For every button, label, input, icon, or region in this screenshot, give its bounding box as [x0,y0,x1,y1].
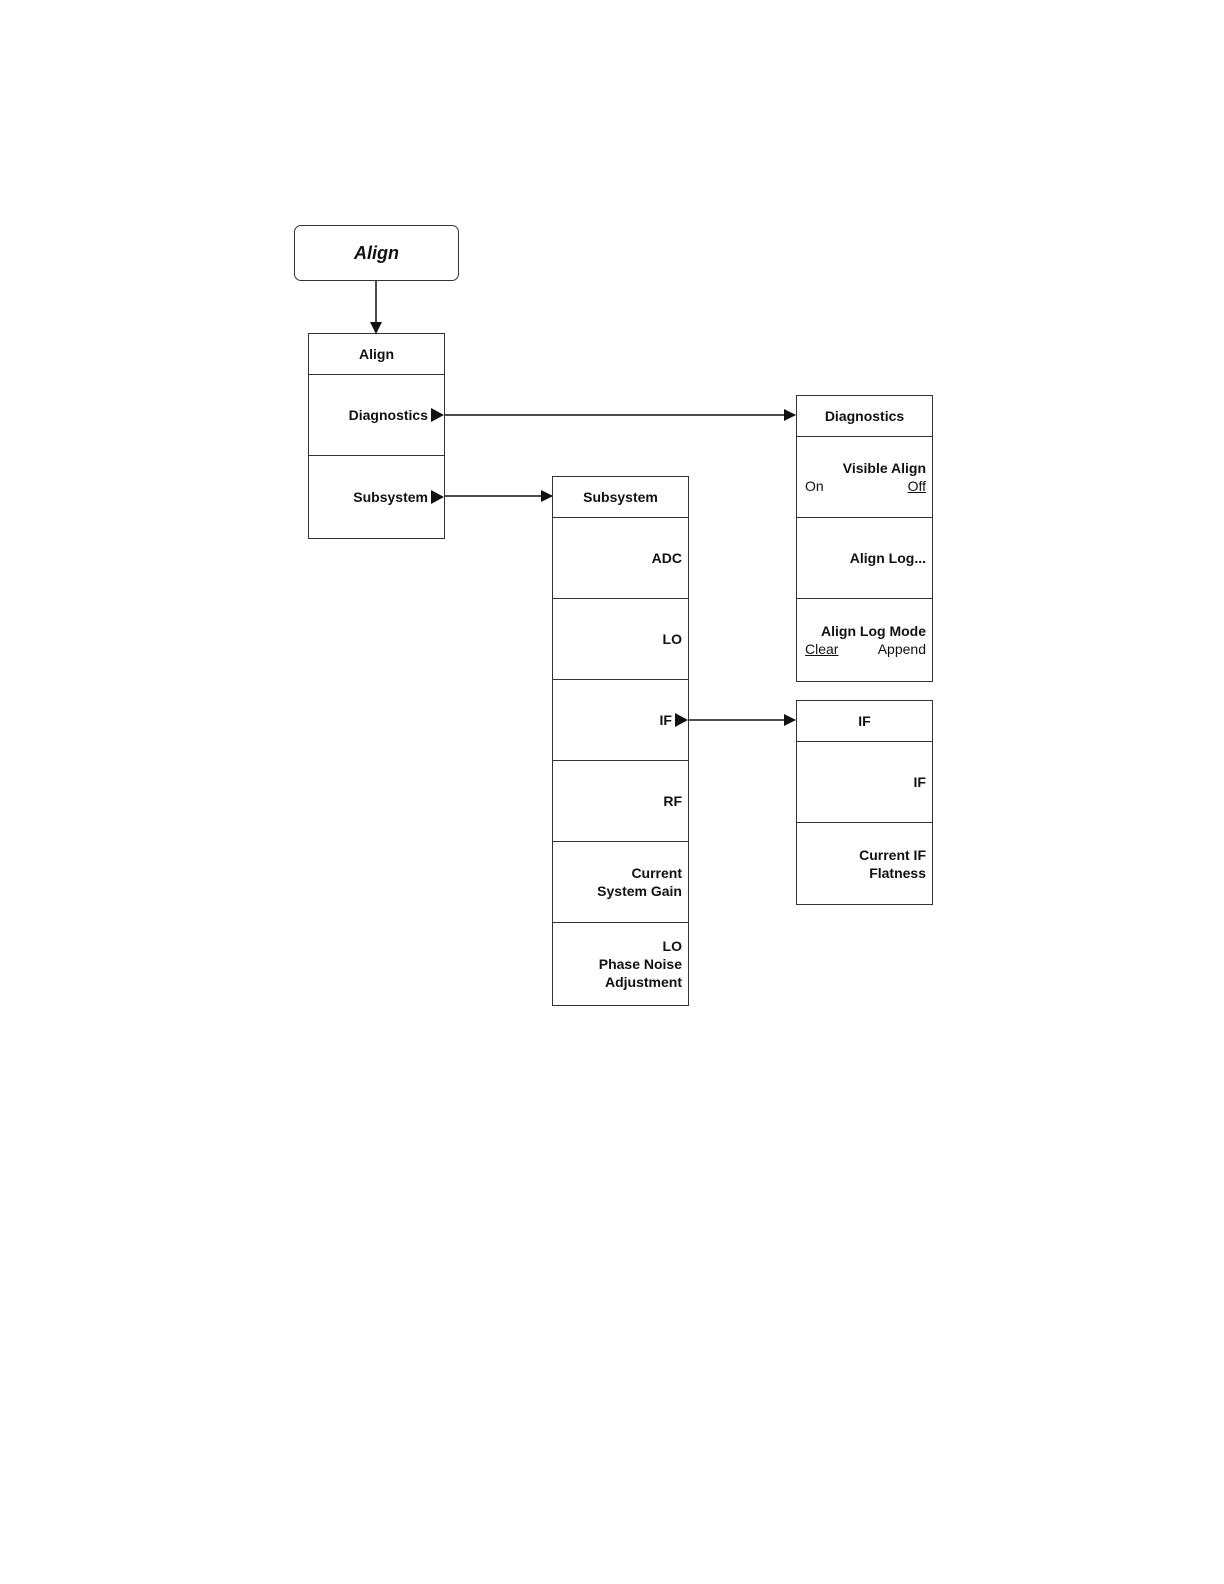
softkey-align-log-label: Align Log... [850,549,926,567]
softkey-lo[interactable]: LO [553,599,688,680]
softkey-subsystem-label: Subsystem [353,488,428,506]
visible-align-option-off: Off [908,477,926,495]
align-log-mode-toggle: Clear Append [797,640,926,658]
softkey-current-system-gain-line-2: System Gain [597,882,682,900]
softkey-current-if-flatness-line-1: Current IF [859,846,926,864]
softkey-current-system-gain-line-1: Current [631,864,682,882]
softkey-lo-phase-noise-line-1: LO [663,937,682,955]
softkey-lo-phase-noise-line-2: Phase Noise [599,955,682,973]
visible-align-option-on: On [805,477,824,495]
softkey-if-align[interactable]: IF [797,742,932,823]
align-log-mode-option-clear: Clear [805,640,838,658]
softkey-current-system-gain[interactable]: Current System Gain [553,842,688,923]
softkey-diagnostics-label: Diagnostics [349,406,428,424]
softkey-lo-phase-noise-line-3: Adjustment [605,973,682,991]
align-menu: Align Diagnostics Subsystem [308,333,445,539]
align-hardkey[interactable]: Align [294,225,459,281]
softkey-visible-align[interactable]: Visible Align On Off [797,437,932,518]
align-hardkey-label: Align [354,243,399,264]
softkey-lo-phase-noise-adjustment[interactable]: LO Phase Noise Adjustment [553,923,688,1004]
softkey-adc[interactable]: ADC [553,518,688,599]
visible-align-toggle: On Off [797,477,926,495]
softkey-if-label: IF [660,711,672,729]
softkey-current-if-flatness[interactable]: Current IF Flatness [797,823,932,904]
softkey-if-align-label: IF [914,773,926,791]
align-log-mode-option-append: Append [878,640,926,658]
if-menu: IF IF Current IF Flatness [796,700,933,905]
diagnostics-menu-title: Diagnostics [797,396,932,437]
align-menu-title: Align [309,334,444,375]
softkey-align-log[interactable]: Align Log... [797,518,932,599]
diagnostics-menu: Diagnostics Visible Align On Off Align L… [796,395,933,682]
softkey-diagnostics[interactable]: Diagnostics [309,375,444,456]
subsystem-menu-title: Subsystem [553,477,688,518]
softkey-rf[interactable]: RF [553,761,688,842]
submenu-arrow-icon [431,490,444,504]
subsystem-menu: Subsystem ADC LO IF RF Current System Ga… [552,476,689,1006]
softkey-current-if-flatness-line-2: Flatness [869,864,926,882]
submenu-arrow-icon [431,408,444,422]
softkey-align-log-mode-label: Align Log Mode [821,622,926,640]
if-menu-title: IF [797,701,932,742]
softkey-rf-label: RF [663,792,682,810]
softkey-lo-label: LO [663,630,682,648]
softkey-adc-label: ADC [652,549,682,567]
softkey-visible-align-label: Visible Align [843,459,926,477]
submenu-arrow-icon [675,713,688,727]
softkey-align-log-mode[interactable]: Align Log Mode Clear Append [797,599,932,680]
softkey-if[interactable]: IF [553,680,688,761]
softkey-subsystem[interactable]: Subsystem [309,456,444,537]
